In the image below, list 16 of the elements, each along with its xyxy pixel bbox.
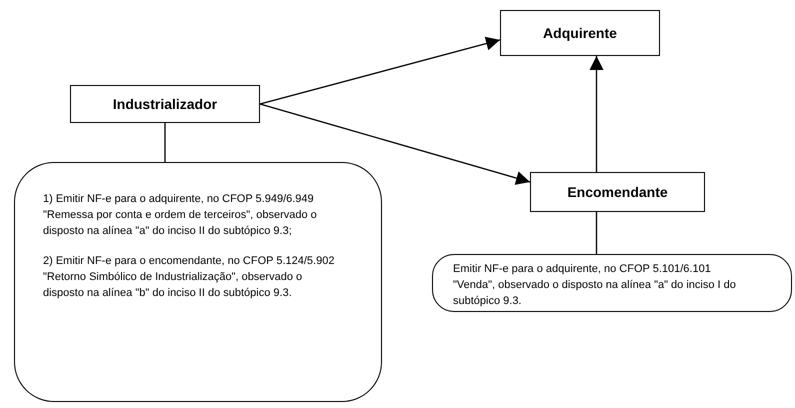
note-text: 1) Emitir NF-e para o adquirente, no CFOP 5.949/6.949 "Remessa por conta e ordem de terceiros", observado o disposto na alínea "a" do inciso II do subtópico 9.3; <box>43 192 318 239</box>
note-text: 2) Emitir NF-e para o encomendante, no CFOP 5.124/5.902 "Retorno Simbólico de Industrialização", observado o disposto na alínea "b" do inciso II do subtópico 9.3. <box>43 254 336 301</box>
arrow <box>260 36 500 105</box>
connector-line <box>164 123 166 162</box>
note-text: Emitir NF-e para o adquirente, no CFOP 5.101/6.101 "Venda", observado o disposto na alínea "a" do inciso I do subtópico 9.3. <box>453 262 737 309</box>
note-box <box>14 162 382 402</box>
entity-label: Adquirente <box>543 24 617 43</box>
note-box <box>432 254 792 312</box>
entity-label: Industrializador <box>112 94 218 114</box>
connector-line <box>596 212 598 254</box>
entity-box <box>70 85 260 123</box>
entity-label: Encomendante <box>567 182 668 202</box>
entity-box <box>530 172 705 212</box>
entity-box <box>500 10 660 56</box>
arrow <box>260 103 530 185</box>
arrow <box>590 56 604 172</box>
